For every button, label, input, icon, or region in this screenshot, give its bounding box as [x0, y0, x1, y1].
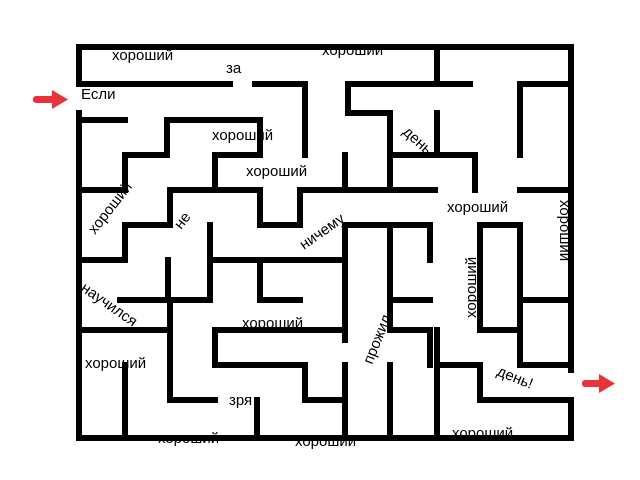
maze-word: Если: [81, 86, 115, 103]
maze-word: хороший: [112, 47, 173, 64]
maze-walls: [76, 44, 574, 441]
entry-arrow-icon: [33, 90, 68, 109]
maze-word: за: [226, 60, 242, 77]
entry-arrow-head: [52, 90, 68, 109]
maze-word: зря: [229, 392, 252, 409]
maze-word: хороший: [556, 200, 573, 261]
exit-arrow-icon: [582, 374, 615, 393]
maze-word: хороший: [85, 355, 146, 372]
exit-arrow-shaft: [582, 380, 602, 387]
maze-word: хороший: [242, 315, 303, 332]
maze-word: научился: [78, 279, 141, 330]
maze-word: хороший: [463, 257, 480, 318]
maze-word: хороший: [295, 433, 356, 450]
maze-word: прожил: [360, 312, 395, 366]
maze-word: ничему: [297, 210, 349, 253]
maze-word: не: [171, 209, 195, 233]
maze-word: хороший: [452, 425, 513, 442]
maze-word: хороший: [158, 430, 219, 447]
exit-arrow-head: [599, 374, 615, 393]
entry-arrow-shaft: [33, 96, 55, 103]
maze-word: хороший: [322, 42, 383, 59]
maze-word: хороший: [246, 163, 307, 180]
maze-word: хороший: [212, 127, 273, 144]
maze-word: хороший: [447, 199, 508, 216]
